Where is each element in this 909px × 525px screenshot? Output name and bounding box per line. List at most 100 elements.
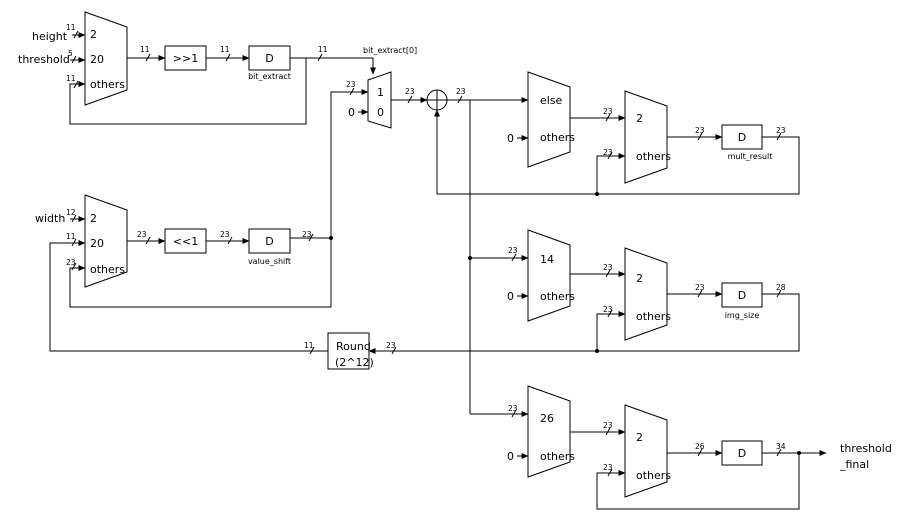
mux-select-opt1: 1: [377, 86, 384, 99]
mux-mid-opt3: others: [90, 263, 125, 276]
mux-r3-opt2: others: [540, 450, 575, 463]
wire-tick: [697, 448, 703, 457]
shift-right-label: >>1: [173, 52, 198, 65]
width-label: 23: [220, 230, 230, 239]
output-label-line2: _final: [839, 458, 869, 471]
junction-dot: [595, 192, 599, 196]
mux-top-opt1: 2: [90, 28, 97, 41]
wire-round-feedback: [49, 239, 328, 352]
register-value-shift: [248, 228, 291, 254]
mux-mid-opt1: 2: [90, 212, 97, 225]
const-zero: 0: [507, 290, 514, 303]
mux-top-opt2: 20: [90, 53, 104, 66]
register-threshold-final: [721, 440, 763, 466]
mux-f2-opt2: others: [636, 310, 671, 323]
width-label: 23: [695, 283, 705, 292]
width-label: 23: [137, 230, 147, 239]
width-label: 23: [603, 421, 613, 430]
register-d-label: D: [265, 52, 273, 65]
wire-tick: [697, 132, 703, 141]
shift-right-block: [164, 45, 207, 71]
mux-f2: [624, 247, 668, 341]
width-label: 23: [346, 80, 356, 89]
register-d-label: D: [738, 289, 746, 302]
mux-mid: [84, 194, 128, 288]
register-mult-result: [721, 124, 763, 150]
mux-f2-opt1: 2: [636, 272, 643, 285]
width-label: 11: [66, 23, 76, 32]
register-name-img-size: img_size: [725, 311, 760, 320]
wire-tick: [309, 346, 315, 355]
input-height-label: height: [32, 30, 68, 43]
wire-tick: [71, 214, 77, 223]
register-name-bit-extract: bit_extract: [248, 72, 291, 81]
width-label: 23: [603, 263, 613, 272]
width-label: 11: [66, 232, 76, 241]
wire-tick: [511, 253, 517, 262]
width-label: 23: [603, 148, 613, 157]
output-label-line1: threshold: [840, 442, 892, 455]
mux-f3: [624, 404, 668, 498]
mux-r3: [527, 385, 571, 478]
junction-dot: [468, 256, 472, 260]
wire-tick: [71, 238, 77, 247]
width-label: 23: [695, 126, 705, 135]
wire-tick: [605, 427, 611, 436]
bit-extract-tap-label: bit_extract[0]: [363, 46, 417, 55]
width-label: 23: [66, 258, 76, 267]
mux-top-opt3: others: [90, 78, 125, 91]
mux-top: [84, 11, 128, 106]
wire-tick: [697, 289, 703, 298]
wire-bit-extract-feedback: [69, 57, 307, 125]
mux-f1: [624, 90, 668, 184]
wire-tick: [317, 53, 323, 62]
wire-tick: [776, 289, 782, 298]
width-label: 11: [66, 74, 76, 83]
width-label: 23: [456, 87, 466, 96]
round-block: [327, 332, 370, 370]
wire-tick: [511, 409, 517, 418]
mux-r2-opt2: others: [540, 290, 575, 303]
mux-f1-opt1: 2: [636, 112, 643, 125]
junction-dot: [595, 349, 599, 353]
wire-tick: [349, 87, 355, 96]
width-label: 34: [776, 442, 786, 451]
register-d-label: D: [265, 235, 273, 248]
mux-f3-opt1: 2: [636, 431, 643, 444]
width-label: 23: [603, 463, 613, 472]
round-label-line1: Round: [336, 340, 371, 353]
wire-tick: [407, 95, 413, 104]
register-d-label: D: [738, 447, 746, 460]
mux-f1-opt2: others: [636, 150, 671, 163]
input-threshold-label: threshold: [18, 53, 70, 66]
register-img-size: [721, 282, 763, 308]
wire-tick: [607, 151, 613, 160]
width-label: 5: [68, 49, 73, 58]
width-label: 11: [220, 45, 230, 54]
width-label: 26: [695, 442, 705, 451]
mux-select-opt2: 0: [377, 106, 384, 119]
wire-tick: [607, 309, 613, 318]
wire-value-shift-feedback: [69, 237, 332, 308]
width-label: 23: [776, 126, 786, 135]
input-width-label: width: [35, 212, 65, 225]
mux-f3-opt2: others: [636, 469, 671, 482]
wire-tick: [71, 55, 77, 64]
wire-mult-result-feedback: [433, 109, 800, 195]
width-label: 23: [603, 305, 613, 314]
width-label: 11: [140, 45, 150, 54]
wire-tick: [71, 262, 77, 271]
const-zero: 0: [348, 106, 355, 119]
wire-tick: [607, 468, 613, 477]
wire-tick: [225, 53, 231, 62]
mux-r1-opt1: else: [540, 94, 563, 107]
mux-r2-opt1: 14: [540, 253, 554, 266]
register-d-label: D: [738, 131, 746, 144]
width-label: 11: [304, 341, 314, 350]
register-bit-extract: [248, 45, 291, 71]
mux-mid-opt2: 20: [90, 237, 104, 250]
wire-tick: [776, 132, 782, 141]
width-label: 12: [66, 208, 76, 217]
wire-mult-result-hold: [596, 152, 626, 194]
wire-img-size-hold: [596, 310, 626, 351]
